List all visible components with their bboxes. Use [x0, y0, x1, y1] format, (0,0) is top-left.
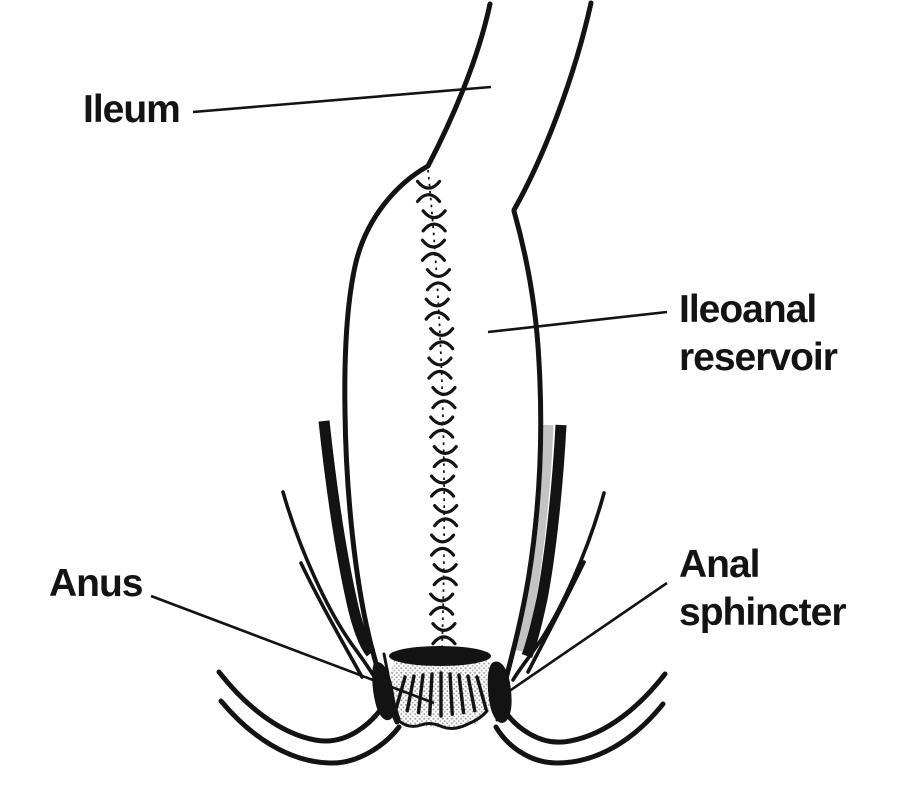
suture-stitch [432, 445, 458, 455]
suture-stitch [427, 369, 453, 380]
suture-stitch [415, 179, 442, 190]
label-anal-sphincter: Anal sphincter [679, 541, 847, 637]
anal-column-stroke [448, 672, 454, 716]
suture-stitch [429, 546, 456, 557]
anal-column-stroke [394, 675, 407, 711]
suture-stitch [431, 399, 457, 410]
suture-stitch [429, 474, 456, 485]
ileum-outline-left [425, 1, 493, 169]
suture-stitch [424, 310, 450, 321]
suture-stitch [429, 327, 455, 337]
suture-stitch [429, 487, 456, 498]
anal-column-stroke [475, 675, 488, 711]
label-ileoanal-reservoir-line2: reservoir [679, 336, 838, 379]
suture-stitch [427, 356, 453, 367]
suture-stitch [424, 297, 450, 308]
suture-stitch [432, 458, 458, 469]
suture-stitch [431, 635, 457, 646]
sphincter-muscle-right [487, 661, 512, 723]
anal-column-stroke [428, 672, 434, 716]
anal-column-strokes [394, 671, 488, 718]
suture-stitch [429, 533, 456, 544]
suture-seam-line [427, 169, 446, 649]
suture-stitch [429, 415, 455, 426]
suture-stitch [421, 222, 447, 233]
suture-stitch [429, 428, 455, 439]
rectal-cuff-band-right-dark [521, 424, 567, 658]
anal-column-stroke [466, 674, 477, 713]
ileum-outline-right-and-reservoir-right [500, 0, 594, 693]
anal-canal-bottom-edge [395, 709, 489, 730]
suture-stitch [432, 563, 458, 573]
suture-stitch [429, 605, 455, 616]
sphincter-muscle-left [372, 662, 395, 721]
suture-stitch [431, 622, 457, 632]
levator-line-right-inner [526, 560, 586, 674]
suture-stitch [420, 251, 447, 262]
label-anal-sphincter-line1: Anal [679, 543, 761, 586]
suture-stitch [425, 268, 452, 279]
anastomosis-opening [389, 646, 491, 666]
suture-stitch [432, 576, 458, 587]
perineum-arc-left-upper [216, 669, 389, 744]
suture-stitch [433, 517, 459, 528]
ileum-leader-line [192, 85, 492, 114]
perineum-arc-left-lower [218, 698, 402, 766]
suture-stitch [431, 386, 457, 396]
suture-stitch [415, 193, 442, 204]
suture-stitch [421, 209, 447, 220]
anus-leader-line [150, 594, 435, 705]
label-anus: Anus [49, 562, 143, 605]
levator-line-right-outer [511, 491, 606, 682]
reservoir-leader-line [487, 310, 668, 334]
reservoir-outline-left [342, 163, 431, 725]
suture-stitch [429, 592, 455, 603]
rectal-cuff-band-right-gray [513, 424, 554, 653]
label-anal-sphincter-line2: sphincter [679, 591, 847, 634]
label-ileoanal-reservoir-line1: Ileoanal [679, 288, 817, 331]
rectal-cuff-band-left [318, 420, 376, 657]
suture-stitch [425, 281, 452, 292]
anal-column-stroke [457, 673, 466, 715]
perineum-arc-right-lower [493, 701, 666, 766]
levator-line-left-inner [299, 561, 364, 679]
suture-stitch [429, 340, 455, 351]
suture-stitch [420, 238, 447, 249]
sphincter-leader-line [504, 581, 668, 696]
perineum-arc-right-upper [499, 671, 668, 745]
suture-stitch [433, 504, 459, 514]
label-ileum: Ileum [83, 88, 181, 131]
levator-line-left-outer [281, 490, 380, 685]
suture-stitches [415, 179, 459, 646]
label-ileoanal-reservoir: Ileoanal reservoir [679, 286, 838, 382]
anal-column-stroke [416, 673, 425, 715]
